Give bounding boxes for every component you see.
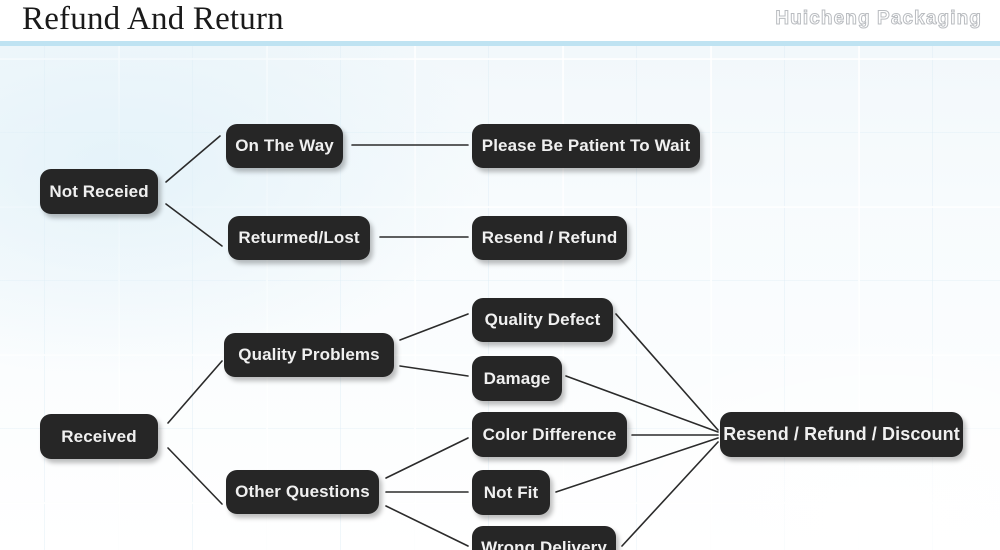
node-label: Resend / Refund: [481, 228, 618, 247]
brand-watermark: Huicheng Packaging: [775, 8, 982, 30]
node-label: Quality Defect: [484, 310, 601, 329]
node-resend-refund-discount[interactable]: Resend / Refund / Discount: [720, 412, 963, 457]
edge-received-to-quality-problems: [167, 360, 223, 424]
node-label: Resend / Refund / Discount: [723, 424, 960, 444]
node-wrong-delivery[interactable]: Wrong Delivery: [472, 526, 616, 550]
node-not-receied[interactable]: Not Receied: [40, 169, 158, 214]
node-damage[interactable]: Damage: [472, 356, 562, 401]
node-other-questions[interactable]: Other Questions: [226, 470, 379, 514]
node-quality-problems[interactable]: Quality Problems: [224, 333, 394, 377]
edge-wrong-delivery-to-resend-refund-discount: [621, 441, 719, 547]
node-label: Quality Problems: [238, 345, 380, 364]
edge-damage-to-resend-refund-discount: [565, 375, 719, 433]
node-label: Color Difference: [482, 424, 617, 444]
node-label: On The Way: [235, 136, 334, 155]
node-label: Not Receied: [49, 181, 149, 201]
edge-layer: [165, 135, 719, 547]
node-label: Damage: [483, 368, 551, 388]
edge-other-questions-to-color-difference: [385, 437, 469, 479]
node-label: Returmed/Lost: [238, 228, 360, 247]
edge-not-receied-to-returmed-lost: [165, 203, 223, 247]
node-resend-refund[interactable]: Resend / Refund: [472, 216, 627, 260]
node-label: Please Be Patient To Wait: [481, 136, 691, 155]
node-label: Other Questions: [235, 482, 370, 501]
node-returmed-lost[interactable]: Returmed/Lost: [228, 216, 370, 260]
node-label: Received: [61, 426, 137, 446]
edge-other-questions-to-wrong-delivery: [385, 505, 469, 547]
node-color-difference[interactable]: Color Difference: [472, 412, 627, 457]
edge-not-receied-to-on-the-way: [165, 135, 221, 183]
edge-not-fit-to-resend-refund-discount: [555, 437, 719, 493]
node-please-wait[interactable]: Please Be Patient To Wait: [472, 124, 700, 168]
node-label: Wrong Delivery: [481, 538, 607, 550]
header-accent-bar: [0, 41, 1000, 46]
node-received[interactable]: Received: [40, 414, 158, 459]
node-on-the-way[interactable]: On The Way: [226, 124, 343, 168]
node-not-fit[interactable]: Not Fit: [472, 470, 550, 515]
page-header: Refund And Return Huicheng Packaging: [0, 0, 1000, 46]
edge-quality-problems-to-damage: [399, 365, 469, 377]
edge-quality-problems-to-quality-defect: [399, 313, 469, 341]
edge-quality-defect-to-resend-refund-discount: [615, 313, 719, 431]
node-label: Not Fit: [483, 482, 539, 502]
node-quality-defect[interactable]: Quality Defect: [472, 298, 613, 342]
edge-received-to-other-questions: [167, 447, 223, 505]
page-title: Refund And Return: [22, 1, 284, 37]
